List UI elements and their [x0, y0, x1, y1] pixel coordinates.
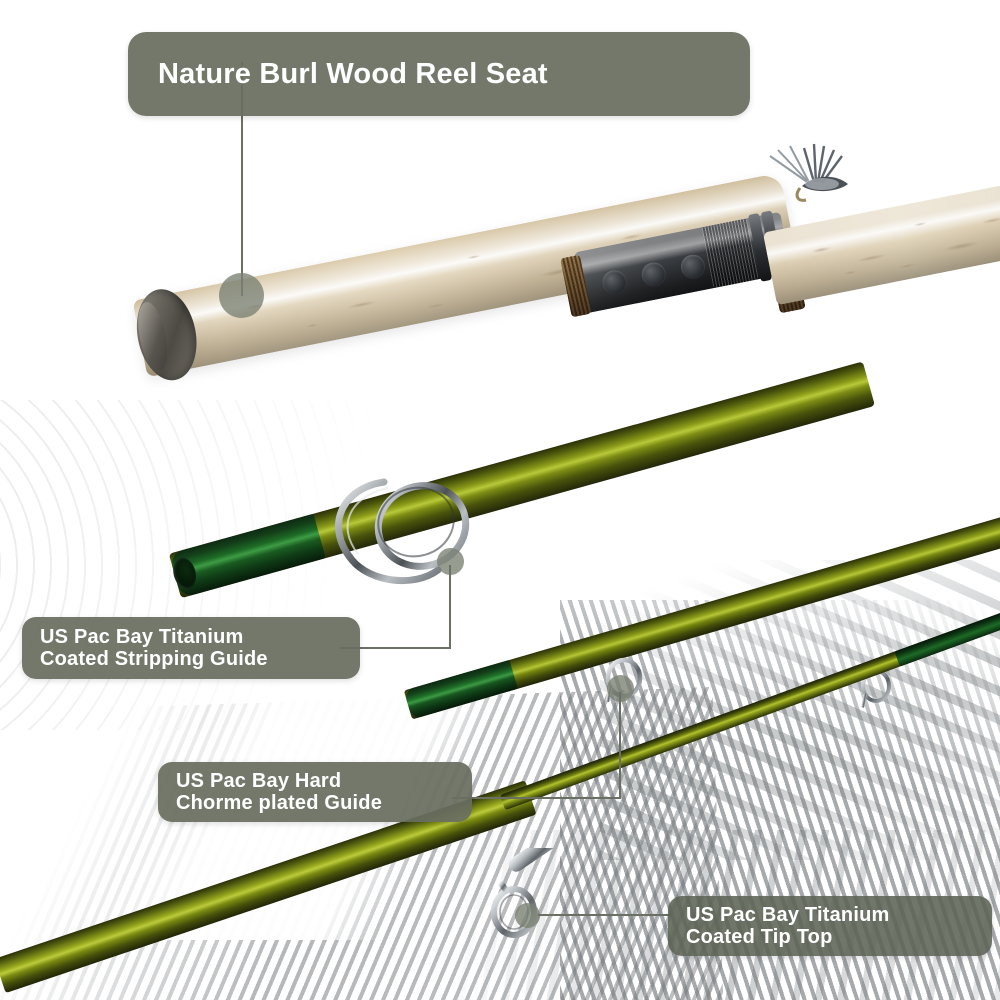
leader-line-tip-top	[538, 914, 671, 916]
callout-label-stripping-line2: Coated Stripping Guide	[40, 648, 268, 670]
callout-dot-tip-top	[515, 903, 540, 928]
leader-line-stripping-h	[340, 647, 451, 649]
leader-line-reel-seat	[241, 62, 243, 296]
callout-label-chrome-line1: US Pac Bay Hard	[176, 769, 342, 792]
butt-cap-face	[133, 299, 173, 374]
callout-label-stripping-guide[interactable]: US Pac Bay Titanium Coated Stripping Gui…	[22, 617, 360, 679]
fishing-fly	[752, 140, 882, 210]
leader-line-chrome-h	[452, 797, 621, 799]
stripping-guide	[318, 452, 508, 617]
callout-label-reel-seat-line1: Nature Burl Wood Reel Seat	[158, 57, 548, 90]
background-hatch-diagonal	[600, 560, 1000, 860]
callout-dot-reel-seat	[219, 273, 264, 318]
callout-label-reel-seat[interactable]: Nature Burl Wood Reel Seat	[128, 32, 750, 116]
callout-label-chrome-guide[interactable]: US Pac Bay Hard Chorme plated Guide	[158, 762, 472, 822]
callout-label-tiptop-line1: US Pac Bay Titanium	[686, 903, 890, 926]
callout-label-tiptop-line2: Coated Tip Top	[686, 926, 833, 948]
reel-seat-port	[678, 252, 708, 281]
leader-line-stripping-v	[449, 565, 451, 648]
leader-line-chrome-v	[619, 692, 621, 798]
tip-top-guide	[478, 816, 598, 963]
callout-label-chrome-line2: Chorme plated Guide	[176, 792, 383, 814]
reel-seat-port	[639, 260, 668, 289]
callout-label-tip-top[interactable]: US Pac Bay Titanium Coated Tip Top	[668, 896, 992, 956]
reel-seat-port	[600, 267, 629, 297]
callout-label-stripping-line1: US Pac Bay Titanium	[40, 625, 244, 648]
